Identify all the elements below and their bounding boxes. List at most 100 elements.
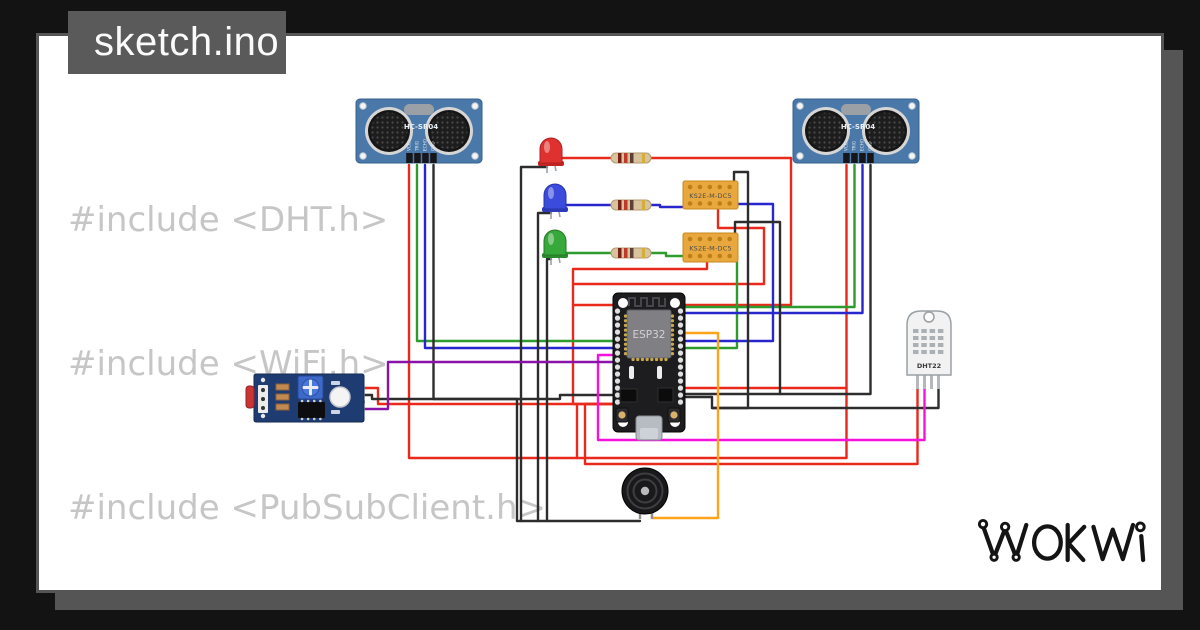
buzzer-ring xyxy=(626,472,664,510)
transducer-left-mesh xyxy=(370,112,408,150)
buzzer-hole xyxy=(640,486,650,496)
wire-black-led-green xyxy=(545,257,553,523)
resistor-band xyxy=(630,248,634,258)
wire-red-relay2 xyxy=(571,260,709,307)
capacitor xyxy=(629,366,634,379)
usb-connector-inner xyxy=(640,428,658,439)
pin-label-gnd: GND xyxy=(431,141,436,151)
mount-hole xyxy=(618,298,628,308)
pin-label-trig: TRIG xyxy=(415,141,420,152)
mount-hole xyxy=(670,298,680,308)
wire-magenta-esp32-dht22 xyxy=(596,353,926,442)
usb-uart-chip xyxy=(657,387,674,403)
buzzer xyxy=(621,467,669,519)
potentiometer-cross xyxy=(302,379,319,396)
crystal xyxy=(404,104,434,115)
wire-blue-esp32-relay1 xyxy=(684,202,775,343)
wire-black-gnd-esp32 xyxy=(432,393,614,401)
resistor-band xyxy=(642,153,645,163)
capacitor xyxy=(657,366,662,379)
antenna-trace xyxy=(628,297,666,307)
sensor-label: HC-SR04 xyxy=(841,123,875,131)
wire-red-relay1 xyxy=(571,208,766,286)
resistor-2 xyxy=(610,199,652,211)
module-hole xyxy=(260,413,266,419)
wire-black-relay2 xyxy=(733,220,782,396)
relay-body xyxy=(682,232,739,263)
dht-body xyxy=(906,310,952,376)
logo-letter-k xyxy=(1065,522,1087,563)
mount-hole xyxy=(359,152,367,160)
sketch-filename-tab: sketch.ino xyxy=(68,11,286,74)
wire-blue-us1-echo xyxy=(423,163,614,350)
wire-green-us2-trig xyxy=(684,163,856,309)
pin-label-vcc: VCC xyxy=(407,142,412,151)
silk-label xyxy=(331,410,340,414)
led-highlight xyxy=(544,141,550,153)
crystal xyxy=(841,104,871,115)
resistor-band xyxy=(630,200,634,210)
mount-hole xyxy=(908,102,916,110)
silk-label xyxy=(331,381,340,385)
logo-letter-o xyxy=(1031,524,1063,561)
sketch-filename: sketch.ino xyxy=(94,20,280,64)
relay-label: KS2E-M-DC5 xyxy=(689,245,732,253)
logo-letter-i xyxy=(1139,533,1146,563)
code-line: #include <PubSubClient.h> xyxy=(68,488,546,528)
resistor-band xyxy=(642,200,645,210)
photoresistor-module xyxy=(245,373,365,423)
led-leg xyxy=(558,257,561,264)
reset-button-cap xyxy=(670,411,678,419)
wokwi-logo: WOKWI xyxy=(977,518,1146,563)
led-green xyxy=(542,229,568,265)
wire-purple-module-esp32 xyxy=(363,360,614,411)
module-hole xyxy=(260,377,266,383)
pin-label-trig: TRIG xyxy=(852,141,857,152)
module-round-part xyxy=(329,386,351,408)
esp32-module-chip xyxy=(626,309,672,359)
circuit-diagram: HC-SR04 VCC TRIG ECHO GND xyxy=(245,98,1146,563)
resistor-band xyxy=(618,153,622,163)
mount-hole xyxy=(796,152,804,160)
relay-body xyxy=(682,180,739,210)
mount-hole xyxy=(471,152,479,160)
wire-black-led-blue xyxy=(536,211,553,523)
led-blue xyxy=(542,183,568,219)
code-line: #include <DHT.h> xyxy=(68,200,389,240)
wire-red-module-to-esp32 xyxy=(363,386,614,406)
wire-blue-us2-echo xyxy=(684,163,864,315)
resistor-band xyxy=(624,200,628,210)
boot-button-cap xyxy=(618,411,626,419)
resistor-1 xyxy=(610,152,652,164)
relay-1: KS2E-M-DC5 xyxy=(682,180,739,210)
resistor-band xyxy=(624,153,628,163)
logo-letter-w2 xyxy=(1091,522,1136,562)
resistor-band xyxy=(642,248,645,258)
dht-notch xyxy=(923,311,935,323)
mount-hole xyxy=(359,102,367,110)
led-bulb xyxy=(539,137,563,164)
logo-node xyxy=(999,521,1011,533)
relay-2: KS2E-M-DC5 xyxy=(682,232,739,263)
dht-label: DHT22 xyxy=(917,362,941,370)
logo-node xyxy=(1011,552,1021,562)
pin-label-echo: ECHO xyxy=(423,138,428,151)
pin-vcc xyxy=(843,153,850,163)
led-bulb xyxy=(543,229,567,256)
resistor-band xyxy=(618,200,622,210)
esp32-label: ESP32 xyxy=(633,329,666,341)
smd-resistor xyxy=(275,403,290,411)
pin-vcc xyxy=(406,153,413,163)
dht22-sensor: DHT22 xyxy=(906,310,952,389)
mount-hole xyxy=(908,152,916,160)
pin-gnd xyxy=(430,153,437,163)
buzzer-ring xyxy=(632,478,658,504)
logo-node xyxy=(977,518,989,530)
sensor-label: HC-SR04 xyxy=(404,123,438,131)
transducer-right-mesh xyxy=(430,112,468,150)
transducer-right-mesh xyxy=(867,112,905,150)
smd-resistor xyxy=(275,393,290,401)
pin-label-echo: ECHO xyxy=(860,138,865,151)
dht-pin xyxy=(930,375,933,389)
